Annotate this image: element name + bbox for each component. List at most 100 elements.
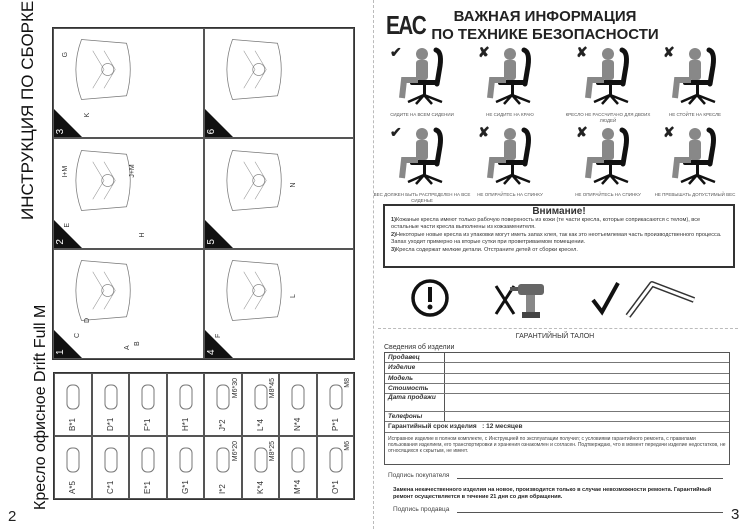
part-label: C*1 <box>105 480 115 494</box>
part-label: F*1 <box>143 418 152 431</box>
part-label: E*1 <box>143 481 152 494</box>
part-label: N*4 <box>293 417 302 431</box>
part-callout: F <box>214 333 222 338</box>
assembly-step-3: 3 G K <box>53 28 204 139</box>
part-cell: D*1 <box>91 373 129 436</box>
attention-item: 1)Кожаные кресла имеют только рабочую по… <box>391 216 701 231</box>
step-number: 4 <box>205 349 217 355</box>
part-callout: J+M <box>129 164 136 178</box>
safety-rule: ✔Вес должен быть распределен на все сиде… <box>374 124 471 203</box>
safety-caption: Не опирайтесь на спинку <box>477 192 543 197</box>
warranty-field-value[interactable] <box>445 384 729 393</box>
warranty-field-value[interactable] <box>445 374 729 383</box>
cross-icon: ✘ <box>663 44 675 60</box>
warranty-title: ГАРАНТИЙНЫЙ ТАЛОН <box>515 333 595 340</box>
part-label: D*1 <box>105 417 115 431</box>
seller-signature-line[interactable] <box>457 505 723 513</box>
part-icon <box>216 447 230 473</box>
part-size: M8 <box>344 378 351 388</box>
part-cell: M*4 <box>279 436 317 499</box>
warranty-field-value[interactable] <box>445 394 729 411</box>
step-illustration <box>69 32 139 107</box>
buyer-signature-line[interactable] <box>457 471 723 480</box>
step-number: 6 <box>205 128 217 135</box>
chair-safety-icon <box>669 46 729 106</box>
step-illustration <box>220 32 290 107</box>
safety-rule: ✘Кресло не рассчитано для двоих людей <box>566 44 651 123</box>
part-icon <box>141 447 155 473</box>
part-callout: E <box>64 223 71 228</box>
page-divider <box>373 0 374 529</box>
chair-safety-icon <box>484 46 544 106</box>
part-cell: H*1 <box>166 373 204 436</box>
chair-safety-icon <box>582 126 642 186</box>
part-icon <box>329 384 342 410</box>
step-number: 1 <box>55 349 66 355</box>
part-callout: A <box>124 345 131 350</box>
part-label: L*4 <box>255 418 265 431</box>
cross-icon: ✘ <box>478 124 490 140</box>
part-label: M*4 <box>293 479 302 494</box>
checkmark-icon <box>590 280 620 321</box>
chair-safety-icon <box>396 46 456 106</box>
part-icon <box>104 384 117 410</box>
step-number: 5 <box>205 239 217 245</box>
page-number-right: 3 <box>731 506 740 523</box>
part-label: G*1 <box>180 480 190 494</box>
chair-safety-icon <box>669 126 729 186</box>
assembly-title: ИНСТРУКЦИЯ ПО СБОРКЕ <box>18 0 37 220</box>
safety-rule: ✘Не опирайтесь на спинку <box>568 124 648 199</box>
part-label: O*1 <box>330 480 340 494</box>
step-number: 2 <box>55 239 66 245</box>
warranty-subtitle: Сведения об изделии <box>384 344 455 351</box>
part-icon <box>66 447 80 473</box>
product-name: Кресло офисное Drift Full M <box>32 304 49 510</box>
part-icon <box>66 384 80 410</box>
buyer-signature-row: Подпись покупателя <box>385 457 729 480</box>
safety-caption: Сидите на всем сидении <box>390 112 454 117</box>
warning-exclamation-icon <box>410 278 450 323</box>
check-icon: ✔ <box>390 44 402 60</box>
part-callout: G <box>62 51 69 58</box>
chair-safety-icon <box>396 126 456 186</box>
safety-rule: ✘ Не стойте на кресле <box>655 44 735 119</box>
safety-caption: Не стойте на кресле <box>668 112 722 117</box>
cut-line <box>378 328 738 329</box>
part-callout: K <box>84 112 91 118</box>
warranty-field-value[interactable] <box>445 353 729 362</box>
safety-rule: ✘Не сидите на краю <box>470 44 550 119</box>
warranty-field-row: Изделие <box>385 363 729 374</box>
safety-caption: Не опирайтесь на спинку <box>575 192 641 197</box>
part-callout: H <box>139 232 146 238</box>
part-cell: G*1 <box>166 436 204 499</box>
part-icon <box>254 384 267 410</box>
safety-rule: ✔ Сидите на всем сидении <box>382 44 462 119</box>
warranty-field-row: Модель <box>385 373 729 384</box>
part-size: M8*25 <box>269 441 276 462</box>
step-illustration <box>69 253 139 328</box>
chair-safety-icon <box>582 46 642 106</box>
step-number: 3 <box>55 128 66 135</box>
warranty-field-row: Стоимость <box>385 383 729 395</box>
warranty-field-value[interactable] <box>445 412 729 421</box>
chair-safety-icon <box>484 126 544 186</box>
warranty-field-value[interactable] <box>445 363 729 372</box>
part-icon <box>216 384 230 410</box>
part-cell: L*4 M8*45 <box>241 373 279 436</box>
safety-caption: Не превышать допустимый вес <box>654 192 736 197</box>
warranty-field-label: Продавец <box>385 353 445 363</box>
part-label: B*1 <box>68 418 77 431</box>
left-page: ИНСТРУКЦИЯ ПО СБОРКЕ Кресло офисное Drif… <box>18 0 355 510</box>
part-icon <box>104 447 117 473</box>
part-size: M8*45 <box>269 378 276 399</box>
eac-logo: EAC <box>386 10 427 40</box>
